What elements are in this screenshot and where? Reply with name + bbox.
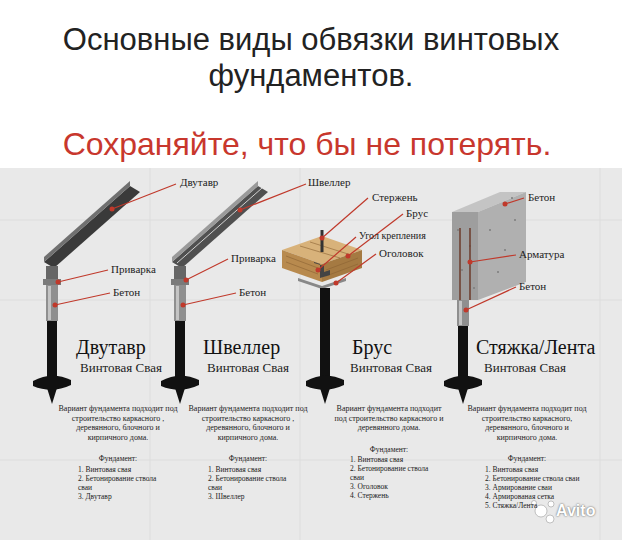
column-text: Вариант фундамента подходит под строител… [58,404,178,501]
list-heading: Фундамент: [188,454,308,464]
pile-name: Винтовая Свая [350,361,432,376]
description: Вариант фундамента подходит под строител… [330,404,448,433]
list-item: 3. Двутавр [58,492,178,501]
callout-label: Бетон [519,280,546,293]
description: Вариант фундамента подходит под строител… [465,404,589,442]
list-item: 4. Стержень [330,491,448,500]
list-item: 2. Бетонирование ствола сваи [330,464,448,482]
type-name: Брус [352,336,392,359]
list-item: 4. Армированая сетка [465,492,589,501]
subtitle: Сохраняйте, что бы не потерять. [0,126,618,163]
page-title: Основные виды обвязки винтовых фундамент… [30,22,592,94]
callout-label: Приварка [111,263,156,276]
column-text: Вариант фундамента подходит под строител… [188,404,308,501]
list-heading: Фундамент: [58,454,178,464]
list-item: 3. Швеллер [188,492,308,501]
column-text: Вариант фундамента подходит под строител… [465,404,589,510]
pile-name: Винтовая Свая [80,361,162,376]
list-item: 2. Бетонирование ствола сваи [465,474,589,483]
list-item: 2. Бетонирование ствола сваи [188,474,308,492]
callout-label: Угол крепления [359,230,426,242]
list-item: 3. Армирование сваи [465,483,589,492]
callout-label: Бетон [113,286,140,299]
list-heading: Фундамент: [465,454,589,464]
type-name: Швеллер [203,336,280,359]
list-item: 1. Винтовая свая [188,465,308,474]
description: Вариант фундамента подходит под строител… [58,404,178,442]
watermark: Avito [556,502,595,520]
callout-label: Бетон [239,286,266,299]
type-name: Двутавр [76,336,146,359]
list-item: 1. Винтовая свая [330,455,448,464]
callout-label: Двутавр [180,176,218,189]
callout-label: Бетон [528,191,555,204]
pile-name: Винтовая Свая [484,361,566,376]
description: Вариант фундамента подходит под строител… [188,404,308,442]
list-item: 5. Стяжка/Лента [465,501,589,510]
column-text: Вариант фундамента подходит под строител… [330,404,448,500]
callout-label: Оголовок [379,247,424,260]
type-name: Стяжка/Лента [476,336,595,359]
callout-label: Арматура [519,248,564,261]
list-item: 3. Оголовок [330,482,448,491]
list-item: 1. Винтовая свая [465,465,589,474]
callout-label: Швеллер [308,176,350,189]
callout-label: Брус [406,207,428,220]
callout-label: Приварка [231,252,276,265]
callout-label: Стержень [372,191,418,204]
list-item: 2. Бетонирование ствола сваи [58,474,178,492]
list-item: 1. Винтовая свая [58,465,178,474]
list-heading: Фундамент: [330,445,448,455]
pile-name: Винтовая Свая [207,361,289,376]
